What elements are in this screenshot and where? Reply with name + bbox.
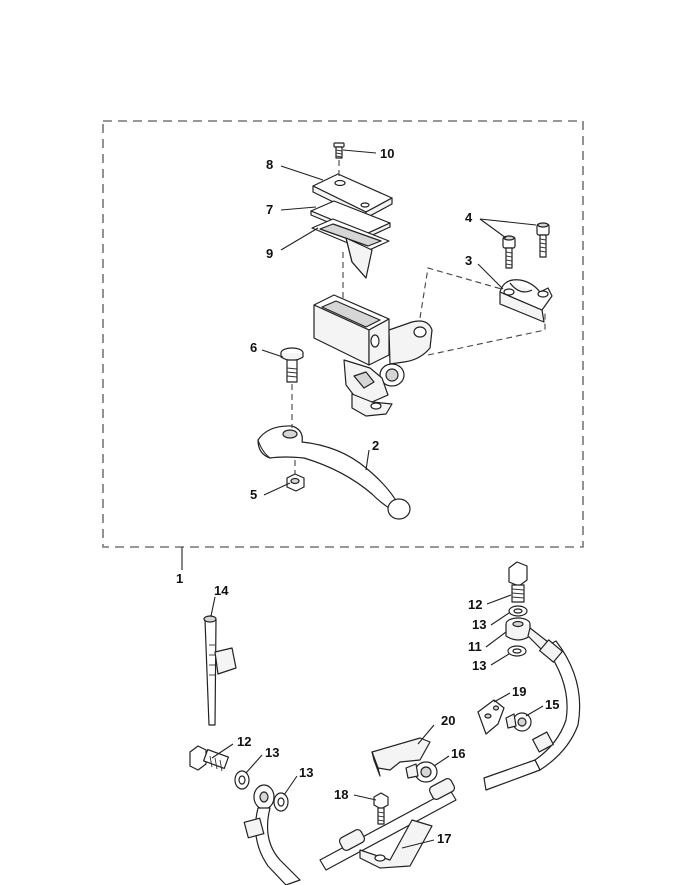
part-5-nut <box>286 473 305 492</box>
label-part-11: 11 <box>468 639 482 654</box>
label-part-13-upper-a: 13 <box>472 617 486 632</box>
part-2-brake-lever <box>257 425 411 520</box>
part-4-clamp-bolt-left <box>502 235 516 269</box>
part-15-hose-clip <box>505 712 532 732</box>
label-part-1: 1 <box>176 571 183 586</box>
part-12-banjo-bolt-lower <box>189 745 229 772</box>
part-11-banjo-fitting <box>505 617 549 651</box>
part-20-bracket <box>371 737 431 777</box>
label-part-13-lower-a: 13 <box>265 745 279 760</box>
label-part-16: 16 <box>451 746 465 761</box>
part-17-bracket <box>359 819 433 869</box>
label-part-17: 17 <box>437 831 451 846</box>
part-14-cable-tie <box>203 615 237 726</box>
part-9-diaphragm <box>311 218 390 279</box>
label-part-3: 3 <box>465 253 472 268</box>
label-part-14: 14 <box>214 583 229 598</box>
label-part-4: 4 <box>465 210 473 225</box>
part-10-cap-screw <box>333 142 345 159</box>
part-16-hose-clip <box>405 761 438 783</box>
part-13-washer-lower-b <box>273 792 289 812</box>
part-6-pivot-bolt <box>280 347 304 383</box>
axis-clamp-top <box>419 267 506 319</box>
label-part-2: 2 <box>372 438 379 453</box>
label-part-13-upper-b: 13 <box>472 658 486 673</box>
label-part-5: 5 <box>250 487 257 502</box>
label-part-9: 9 <box>266 246 273 261</box>
leader-lines <box>210 149 544 849</box>
label-part-12-lower: 12 <box>237 734 251 749</box>
label-part-15: 15 <box>545 697 559 712</box>
label-part-13-lower-b: 13 <box>299 765 313 780</box>
label-part-6: 6 <box>250 340 257 355</box>
part-4-clamp-bolt-right <box>536 222 550 258</box>
label-part-20: 20 <box>441 713 455 728</box>
part-18-bolt <box>373 792 389 825</box>
brake-pipe-middle <box>319 777 457 871</box>
part-13-washer-upper-b <box>507 645 527 657</box>
part-12-banjo-bolt-upper <box>508 561 528 603</box>
brake-hose-lower <box>243 784 301 885</box>
part-3-clamp <box>499 279 553 323</box>
label-part-7: 7 <box>266 202 273 217</box>
part-13-washer-upper-a <box>508 605 528 617</box>
label-part-19: 19 <box>512 684 526 699</box>
part-19-bracket <box>477 699 505 735</box>
label-part-10: 10 <box>380 146 394 161</box>
label-part-12-upper: 12 <box>468 597 482 612</box>
master-cylinder-body <box>313 294 433 417</box>
brake-hose-upper <box>483 639 581 791</box>
part-13-washer-lower-a <box>234 770 250 790</box>
assembly-boundary-frame <box>102 120 584 548</box>
label-part-8: 8 <box>266 157 273 172</box>
axis-clamp-bottom <box>427 310 546 356</box>
label-part-18: 18 <box>334 787 348 802</box>
